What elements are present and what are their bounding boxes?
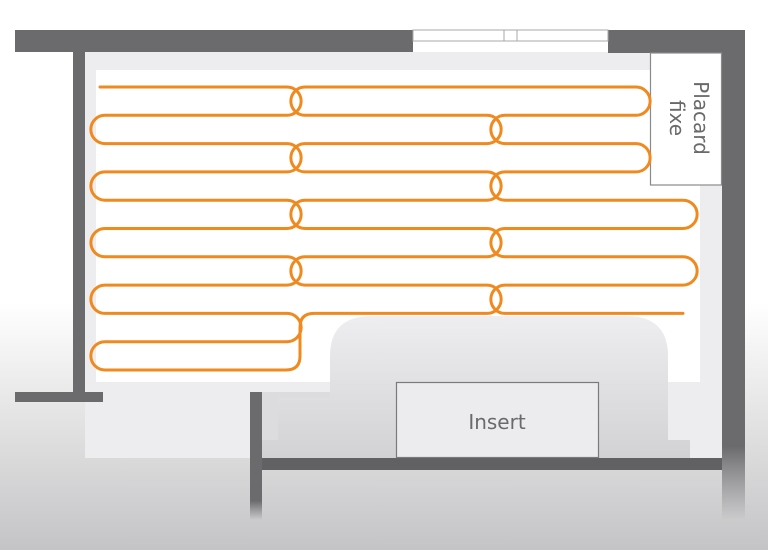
walls: [15, 30, 745, 520]
right-wall: [722, 30, 745, 520]
insert-label: Insert: [468, 410, 526, 434]
left-wall-stub: [15, 392, 103, 402]
closet-label-line1: Placard: [689, 81, 713, 155]
bottom-wall: [250, 458, 722, 470]
fireplace-insert: Insert: [395, 381, 600, 459]
window: [412, 29, 609, 42]
top-wall-left: [15, 30, 413, 52]
bottom-left-wall: [250, 392, 262, 520]
top-wall-right: [608, 30, 745, 53]
heating-cable: [89, 85, 699, 372]
left-wall: [73, 52, 85, 400]
closet-label-line2: fixe: [665, 100, 689, 136]
fixed-closet: Placard fixe: [649, 52, 723, 186]
